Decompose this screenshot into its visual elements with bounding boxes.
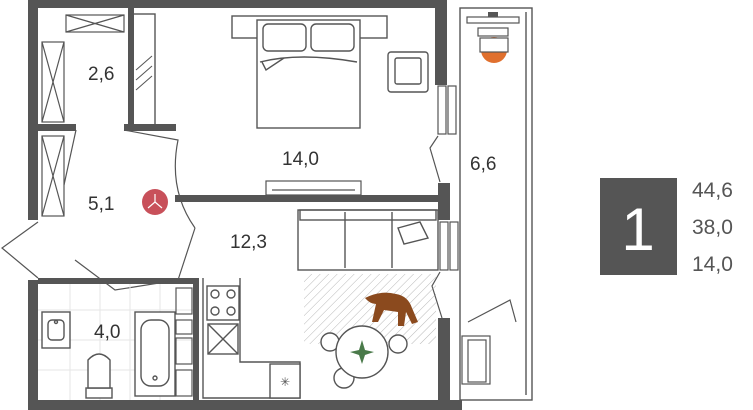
armchair-bedroom [387, 51, 429, 93]
hall-marker [142, 189, 168, 215]
area-label-bedroom: 14,0 [282, 149, 319, 170]
area-label-living: 12,3 [230, 232, 267, 253]
balcony-walls [459, 7, 533, 401]
bathtub [134, 311, 176, 397]
svg-text:✳: ✳ [280, 375, 290, 389]
washbasin [41, 311, 71, 349]
living-area: 38,0 [692, 216, 733, 239]
rooms-count-badge [600, 178, 677, 275]
bed [231, 15, 388, 129]
area-label-storage: 2,6 [88, 64, 114, 85]
outer-walls [28, 0, 462, 410]
balcony-lower-door [461, 299, 517, 385]
toilet [85, 353, 113, 399]
wardrobes [41, 14, 125, 217]
summary-panel: 1 44,6 38,0 14,0 [600, 178, 733, 276]
area-label-hall: 5,1 [88, 194, 114, 215]
sofa [297, 209, 439, 271]
rooms-count: 1 [621, 196, 654, 263]
kitchen-area: 14,0 [692, 253, 733, 276]
tv-console [265, 180, 362, 196]
balcony-doors [429, 85, 459, 319]
bathroom-shelves [175, 287, 193, 397]
total-area: 44,6 [692, 179, 733, 202]
area-labels: 2,6 5,1 14,0 12,3 4,0 6,6 [88, 64, 496, 343]
area-label-balcony: 6,6 [470, 154, 496, 175]
area-label-bathroom: 4,0 [94, 322, 120, 343]
hall-doors [1, 129, 196, 291]
kitchen-counter: ✳ [202, 278, 301, 399]
dog [365, 292, 418, 326]
balcony-desk [466, 12, 520, 63]
dining-table [320, 325, 408, 389]
storage-walls [128, 8, 156, 128]
